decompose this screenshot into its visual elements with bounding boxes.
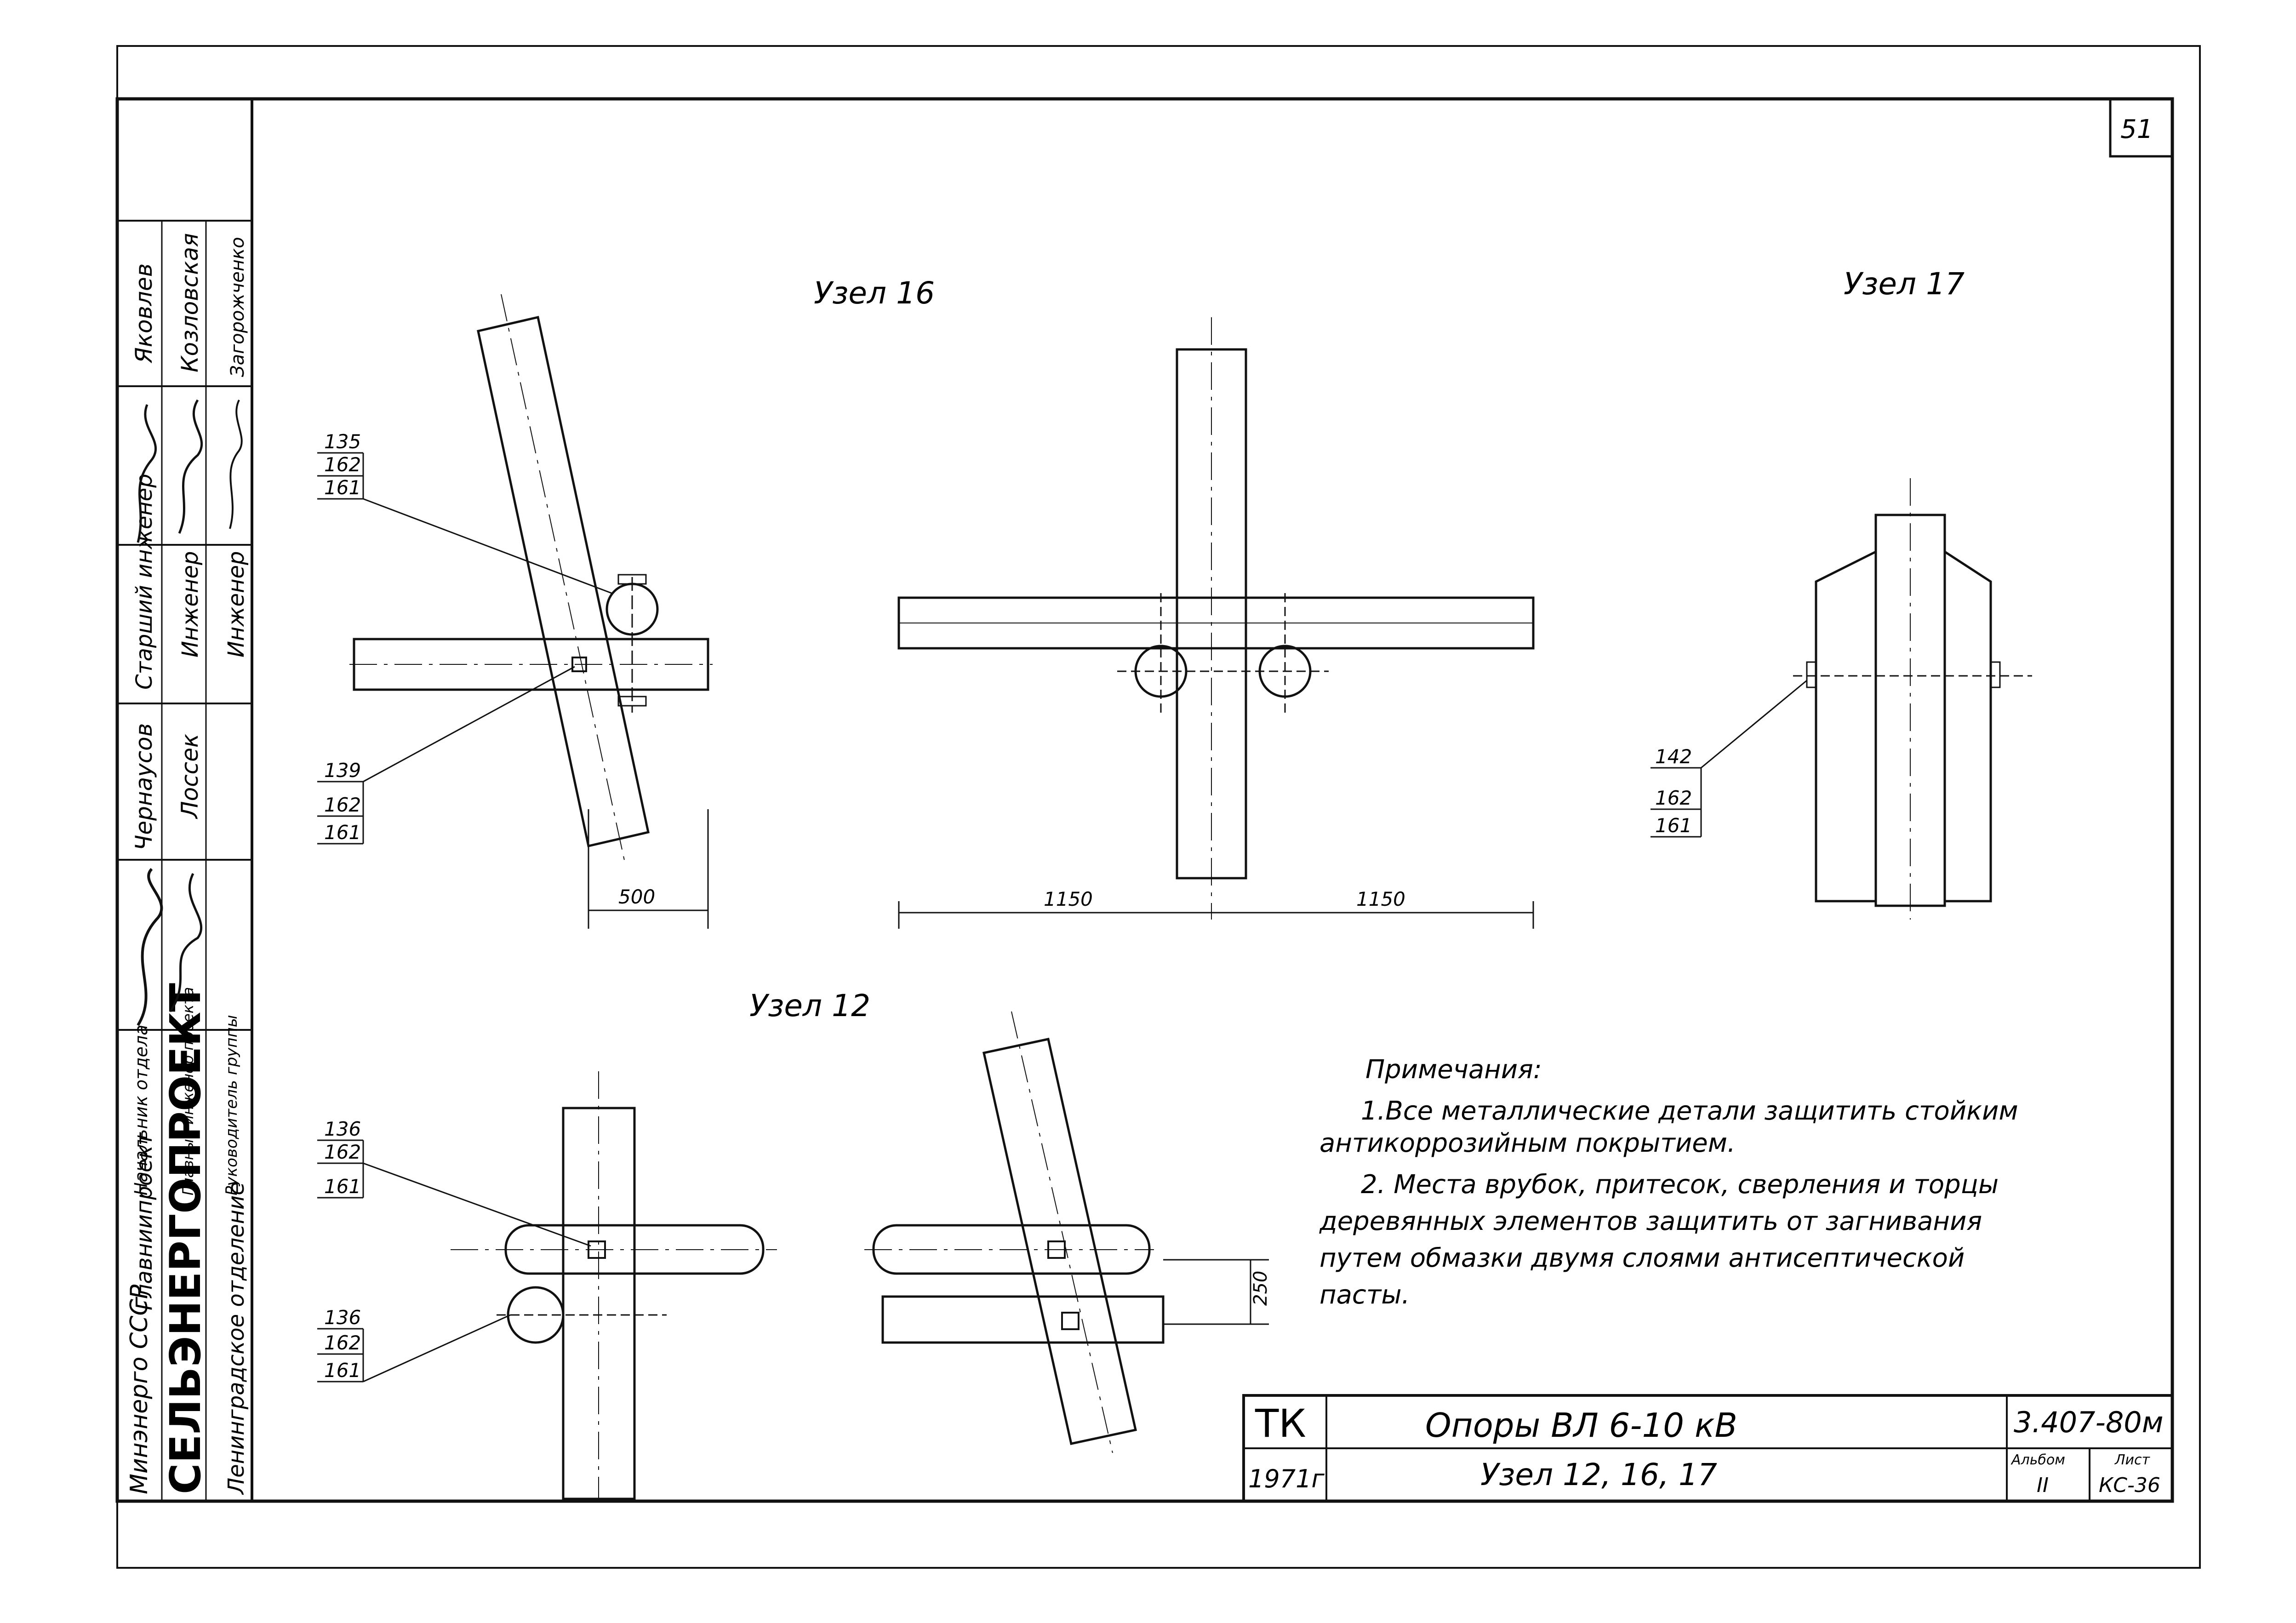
uzel16-callout-top: 135 162 161 bbox=[317, 430, 364, 500]
stamp-name-4: Чернаусов bbox=[131, 723, 157, 851]
notes-line-5: путем обмазки двумя слоями антисептическ… bbox=[1319, 1243, 1965, 1273]
uzel12-left-drawing bbox=[363, 1071, 777, 1500]
uzel12-right-drawing bbox=[864, 1011, 1269, 1453]
stamp-org-1: Минэнерго СССР bbox=[126, 1284, 153, 1494]
title-block-sheet-value: КС-36 bbox=[2099, 1474, 2160, 1497]
stamp-title-2: Инженер bbox=[177, 551, 203, 657]
stamp-org-3: СЕЛЬЭНЕРГОПРОЕКТ bbox=[161, 983, 210, 1494]
uzel12-callout-top-3: 161 bbox=[324, 1175, 361, 1198]
uzel16-callout-bottom-2: 162 bbox=[324, 794, 361, 816]
title-block-code: ТК bbox=[1255, 1401, 1306, 1446]
stamp-org-2: Главниипроект bbox=[131, 1132, 157, 1310]
signature-3 bbox=[229, 400, 243, 529]
uzel16-dim-500: 500 bbox=[618, 886, 655, 908]
uzel12-callout-bottom-1: 136 bbox=[324, 1306, 361, 1329]
sheet-number: 51 bbox=[2120, 114, 2153, 144]
title-block-year: 1971г bbox=[1248, 1464, 1325, 1493]
stamp-name-1: Яковлев bbox=[131, 263, 157, 364]
signature-1 bbox=[137, 404, 157, 543]
uzel12-callout-bottom-3: 161 bbox=[324, 1359, 361, 1382]
uzel16-callout-top-1: 135 bbox=[324, 430, 361, 453]
title-block-title: Опоры ВЛ 6-10 кВ bbox=[1425, 1406, 1737, 1445]
stamp-role-2: Главный инженер проекта bbox=[179, 987, 197, 1195]
uzel12-callout-bottom: 136 162 161 bbox=[317, 1306, 364, 1383]
title-block-sheet-label: Лист bbox=[2114, 1452, 2151, 1468]
inner-frame bbox=[115, 97, 2174, 1503]
uzel16-callout-top-2: 162 bbox=[324, 453, 361, 476]
title-block bbox=[1242, 1394, 2174, 1503]
title-block-doc-number: 3.407-80м bbox=[2014, 1406, 2164, 1439]
stamp-org-4: Ленинградское отделение bbox=[223, 1182, 249, 1495]
uzel12-title: Узел 12 bbox=[749, 988, 870, 1023]
left-stamp: Минэнерго СССР Главниипроект СЕЛЬЭНЕРГОП… bbox=[117, 99, 253, 1501]
notes-line-6: пасты. bbox=[1319, 1280, 1410, 1310]
sheet-number-box bbox=[2109, 97, 2174, 158]
uzel17-callout-2: 162 bbox=[1655, 787, 1692, 809]
uzel12-dim-250: 250 bbox=[1250, 1271, 1271, 1306]
uzel12-callout-top-2: 162 bbox=[324, 1141, 361, 1163]
notes-line-4: деревянных элементов защитить от загнива… bbox=[1319, 1206, 1982, 1236]
stamp-name-5: Лоссек bbox=[177, 734, 203, 819]
stamp-role-3: Руководитель группы bbox=[223, 1015, 241, 1195]
uzel12-callout-bottom-2: 162 bbox=[324, 1332, 361, 1354]
stamp-title-1: Старший инженер bbox=[131, 474, 157, 690]
uzel16-callout-top-3: 161 bbox=[324, 476, 361, 499]
stamp-role-1: Начальник отдела bbox=[131, 1025, 151, 1195]
uzel16-callout-bottom-3: 161 bbox=[324, 821, 361, 844]
uzel12-callout-top-1: 136 bbox=[324, 1118, 361, 1140]
uzel16-title: Узел 16 bbox=[814, 275, 935, 311]
uzel16-center-drawing bbox=[897, 317, 1535, 929]
notes-line-2: антикоррозийным покрытием. bbox=[1319, 1128, 1736, 1158]
stamp-name-3: Загорожченко bbox=[227, 237, 248, 377]
uzel17-drawing bbox=[1701, 478, 2032, 920]
signature-5 bbox=[169, 873, 203, 1012]
notes-line-1: 1.Все металлические детали защитить стой… bbox=[1361, 1096, 2018, 1126]
uzel16-dim-1150-right: 1150 bbox=[1356, 888, 1405, 910]
signature-2 bbox=[178, 399, 203, 534]
uzel16-callout-bottom: 139 162 161 bbox=[317, 759, 364, 845]
stamp-name-2: Козловская bbox=[177, 233, 203, 372]
notes-heading: Примечания: bbox=[1365, 1055, 1542, 1085]
notes-block: Примечания: 1.Все металлические детали з… bbox=[1319, 1055, 2018, 1310]
signature-4 bbox=[137, 868, 163, 1026]
title-block-album-label: Альбом bbox=[2010, 1452, 2065, 1468]
uzel17-callout-3: 161 bbox=[1655, 814, 1692, 837]
uzel17-title: Узел 17 bbox=[1844, 266, 1965, 302]
uzel12-callout-top: 136 162 161 bbox=[317, 1118, 364, 1199]
uzel16-left-drawing bbox=[349, 294, 713, 929]
uzel17-callout: 142 162 161 bbox=[1651, 745, 1702, 838]
stamp-title-3: Инженер bbox=[223, 551, 249, 657]
uzel16-callout-bottom-1: 139 bbox=[324, 759, 361, 782]
title-block-subtitle: Узел 12, 16, 17 bbox=[1480, 1457, 1717, 1492]
title-block-album-value: II bbox=[2037, 1474, 2049, 1497]
uzel17-callout-1: 142 bbox=[1655, 745, 1692, 768]
notes-line-3: 2. Места врубок, притесок, сверления и т… bbox=[1361, 1170, 1999, 1200]
uzel16-dim-1150-left: 1150 bbox=[1044, 888, 1093, 910]
